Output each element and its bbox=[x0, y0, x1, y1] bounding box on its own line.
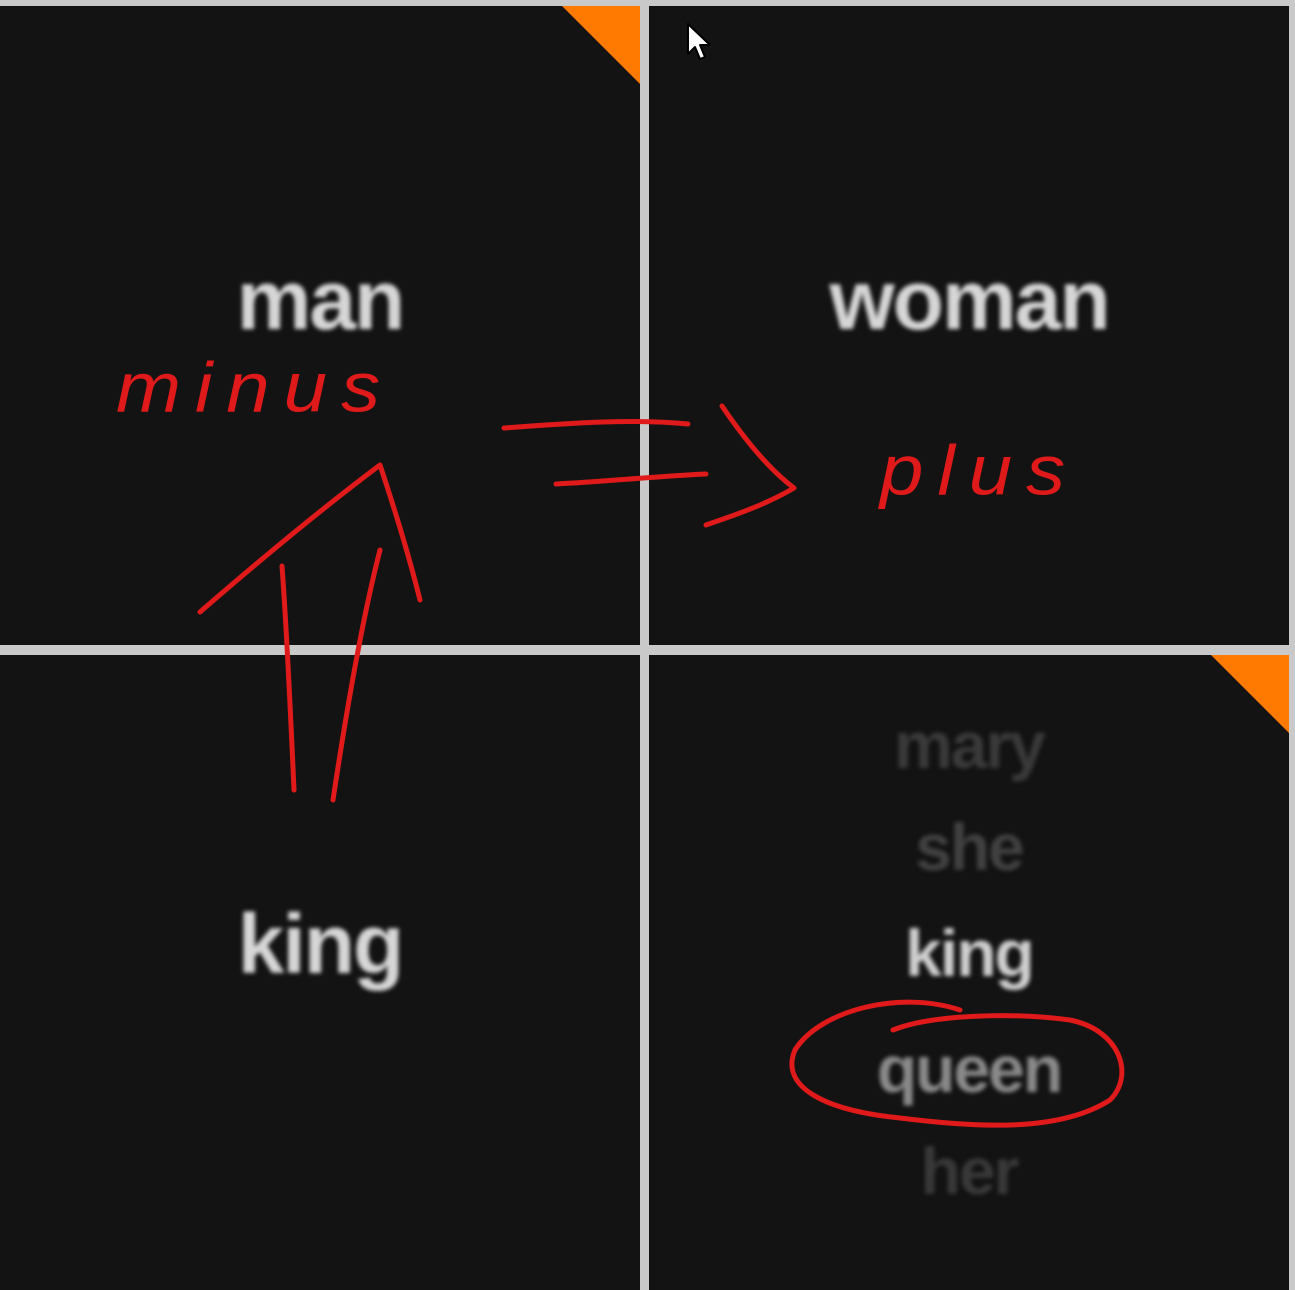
input-cell-man[interactable]: man bbox=[0, 6, 640, 645]
selected-corner-marker bbox=[1211, 655, 1289, 733]
word-woman: woman bbox=[829, 253, 1110, 347]
result-word-highlighted: queen bbox=[876, 1032, 1063, 1106]
input-cell-woman[interactable]: woman bbox=[649, 6, 1289, 645]
word-man: man bbox=[236, 253, 406, 347]
result-cell[interactable]: mary she king queen her bbox=[649, 655, 1289, 1290]
annotation-plus-label: plus bbox=[880, 430, 1080, 510]
result-word: her bbox=[920, 1134, 1020, 1208]
selected-corner-marker bbox=[562, 6, 640, 84]
mouse-pointer-icon bbox=[687, 23, 711, 60]
annotation-minus-label: minus bbox=[116, 347, 395, 427]
result-word: mary bbox=[894, 708, 1046, 782]
result-word: king bbox=[905, 916, 1035, 990]
input-cell-king[interactable]: king bbox=[0, 655, 640, 1290]
result-word: she bbox=[915, 810, 1025, 884]
word-king: king bbox=[237, 897, 405, 991]
